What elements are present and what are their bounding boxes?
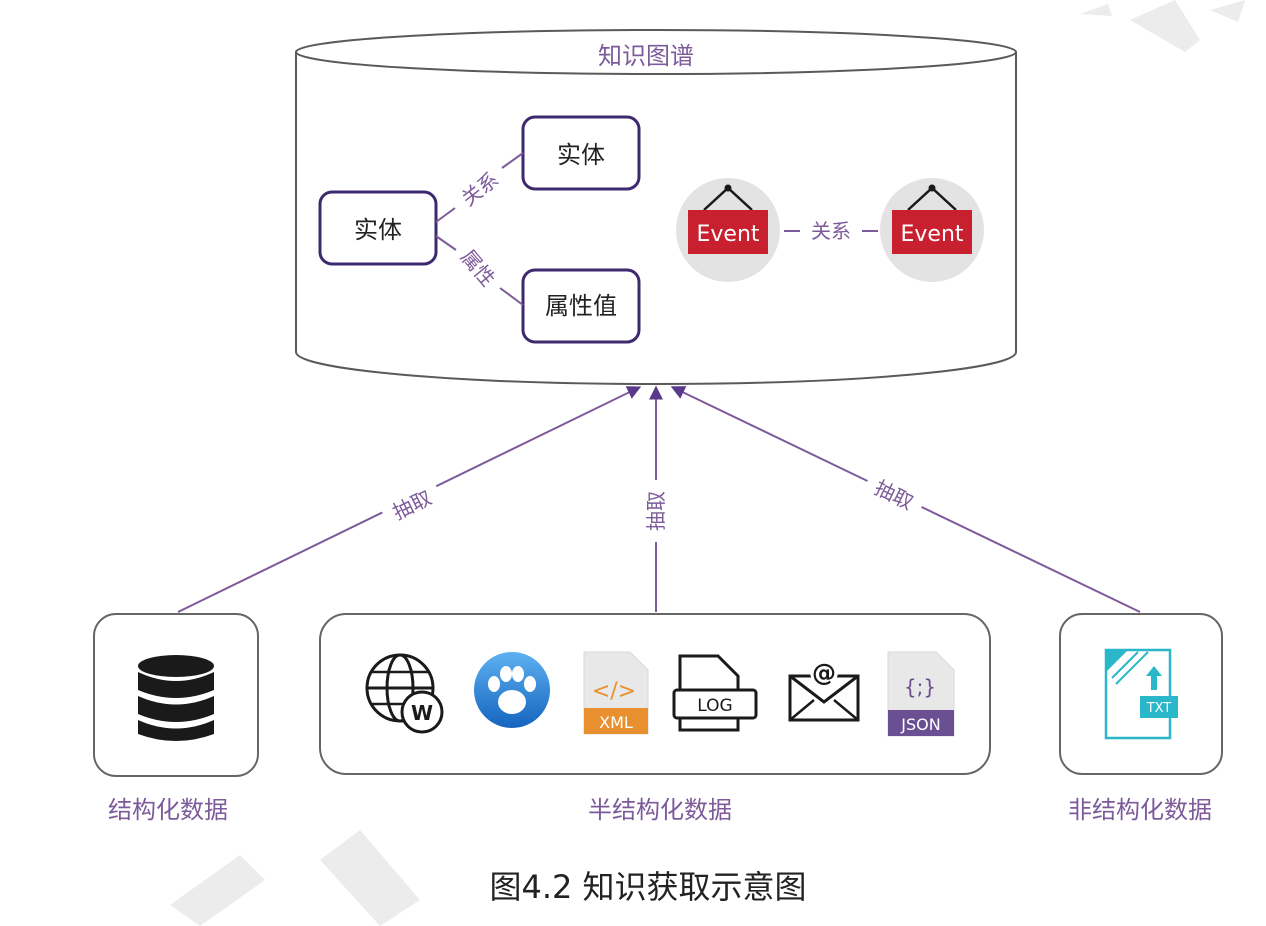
- svg-text:LOG: LOG: [697, 696, 732, 716]
- event-left-node: Event: [676, 178, 780, 282]
- entity-right-label: 实体: [557, 141, 605, 169]
- event-relation-edge: 关系: [784, 219, 878, 243]
- event-relation-label: 关系: [811, 219, 851, 243]
- database-icon: [138, 655, 214, 741]
- knowledge-graph-title: 知识图谱: [598, 42, 694, 70]
- structured-data-label: 结构化数据: [108, 796, 228, 824]
- email-icon: @: [788, 658, 860, 722]
- extraction-arrow-left: 抽取: [177, 386, 642, 613]
- figure-caption: 图4.2 知识获取示意图: [489, 868, 806, 906]
- semi-structured-data-label: 半结构化数据: [588, 796, 732, 824]
- svg-text:TXT: TXT: [1146, 701, 1172, 716]
- svg-text:W: W: [411, 701, 433, 725]
- svg-text:JSON: JSON: [900, 715, 940, 734]
- semi-structured-data-box: W </> XML LOG @: [319, 613, 991, 824]
- entity-right-box: 实体: [521, 115, 641, 191]
- attribute-value-box: 属性值: [521, 268, 641, 344]
- structured-data-box: 结构化数据: [93, 613, 259, 824]
- unstructured-data-label: 非结构化数据: [1068, 796, 1212, 824]
- entity-left-box: 实体: [318, 190, 438, 266]
- unstructured-data-box: TXT 非结构化数据: [1059, 613, 1223, 824]
- wikipedia-globe-icon: W: [365, 653, 444, 734]
- log-file-icon: LOG: [672, 654, 758, 732]
- xml-file-icon: </> XML: [583, 651, 649, 735]
- event-left-label: Event: [696, 222, 759, 247]
- event-right-label: Event: [900, 222, 963, 247]
- attribute-value-label: 属性值: [545, 292, 617, 320]
- svg-text:</>: </>: [592, 679, 636, 704]
- svg-text:{;}: {;}: [904, 675, 936, 699]
- svg-text:@: @: [812, 659, 836, 687]
- txt-file-icon: TXT: [1104, 648, 1178, 740]
- extraction-middle-label: 抽取: [644, 491, 668, 531]
- event-right-node: Event: [880, 178, 984, 282]
- watermark: [170, 0, 1245, 926]
- json-file-icon: {;} JSON: [887, 651, 955, 737]
- extraction-arrow-middle: 抽取: [641, 385, 671, 612]
- extraction-arrow-right: 抽取: [670, 386, 1141, 613]
- knowledge-graph-cylinder: 知识图谱: [295, 29, 1017, 385]
- svg-text:XML: XML: [599, 713, 633, 732]
- baidu-paw-icon: [474, 652, 550, 728]
- entity-left-label: 实体: [354, 216, 402, 244]
